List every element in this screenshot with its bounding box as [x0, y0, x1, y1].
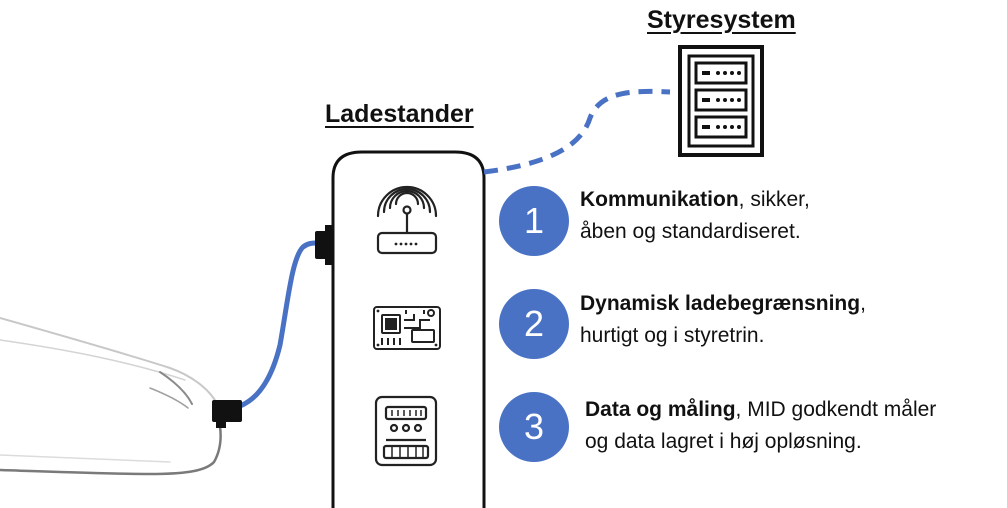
feature-text-line2: og data lagret i høj opløsning.: [585, 430, 862, 453]
feature-text-line2: hurtigt og i styretrin.: [580, 324, 765, 347]
control-system-title: Styresystem: [647, 6, 796, 34]
car-silhouette: [0, 317, 222, 476]
feature-communication: Kommunikation, sikker, åben og standardi…: [580, 184, 810, 248]
feature-text: ,: [860, 292, 866, 315]
feature-metering: Data og måling, MID godkendt måler og da…: [585, 394, 936, 458]
charger-plug: [315, 225, 335, 265]
feature-load-limiting: Dynamisk ladebegrænsning, hurtigt og i s…: [580, 288, 866, 352]
feature-text: , sikker,: [738, 188, 810, 211]
step-badge-2: 2: [499, 289, 569, 359]
charger-body: [331, 150, 486, 508]
feature-text: , MID godkendt måler: [735, 398, 937, 421]
charging-cable: [231, 240, 319, 411]
feature-heading: Data og måling: [585, 398, 736, 421]
communication-link: [483, 88, 671, 175]
step-number: 2: [523, 303, 545, 344]
car-plug: [212, 400, 242, 428]
step-number: 3: [523, 406, 545, 447]
feature-heading: Kommunikation: [580, 188, 739, 211]
feature-heading: Dynamisk ladebegrænsning: [580, 292, 861, 315]
electricity-meter-icon: [374, 395, 438, 467]
feature-text-line2: åben og standardiseret.: [580, 220, 801, 243]
wifi-router-icon: [376, 185, 438, 255]
charger-title: Ladestander: [325, 100, 474, 128]
step-badge-3: 3: [499, 392, 569, 462]
circuit-board-icon: [373, 306, 441, 350]
step-number: 1: [523, 200, 545, 241]
step-badge-1: 1: [499, 186, 569, 256]
server-rack-icon: [678, 45, 764, 157]
